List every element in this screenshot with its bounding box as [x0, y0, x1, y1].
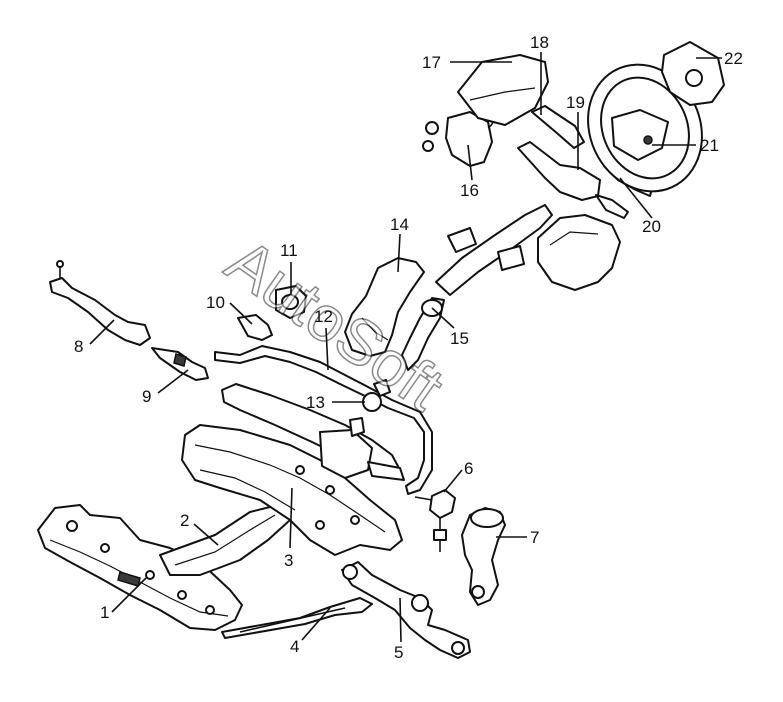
- callout-14: 14: [390, 215, 409, 234]
- callout-16: 16: [460, 181, 479, 200]
- ignition-lock-part: [422, 111, 495, 167]
- callout-1: 1: [100, 603, 109, 622]
- combination-switch-part: [517, 141, 629, 219]
- callout-19: 19: [566, 93, 585, 112]
- steering-wheel-part: [587, 63, 703, 193]
- callout-17: 17: [422, 53, 441, 72]
- crossmember-part: [37, 504, 243, 631]
- callout-21: 21: [700, 136, 719, 155]
- callout-2: 2: [180, 511, 189, 530]
- leader-lines: [89, 52, 722, 643]
- callout-10: 10: [206, 293, 225, 312]
- callout-7: 7: [530, 528, 539, 547]
- lower-arm-part: [341, 561, 471, 659]
- callout-9: 9: [142, 387, 151, 406]
- steering-column-part: [435, 204, 553, 296]
- column-shroud-part: [457, 54, 549, 126]
- callout-6: 6: [464, 459, 473, 478]
- skid-plate-part: [159, 504, 291, 576]
- callout-22: 22: [724, 49, 743, 68]
- strut-rod-part: [221, 597, 373, 639]
- callout-18: 18: [530, 33, 549, 52]
- wiper-switch-part: [531, 105, 585, 149]
- callout-labels: 1 2 3 4 5 6 7 8 9 10 11 12 13 14 15 16 1…: [74, 33, 743, 662]
- inner-tie-rod-part: [151, 347, 209, 381]
- stabilizer-link-part: [414, 489, 456, 552]
- stabilizer-bushing-part: [275, 285, 307, 319]
- callout-3: 3: [284, 551, 293, 570]
- stabilizer-bracket-left-part: [237, 314, 273, 341]
- callout-8: 8: [74, 337, 83, 356]
- column-lower-cover-part: [537, 214, 621, 291]
- callout-12: 12: [314, 307, 333, 326]
- callout-13: 13: [306, 393, 325, 412]
- knuckle-part: [461, 507, 506, 606]
- tie-rod-end-part: [49, 260, 151, 346]
- steering-rack-part: [221, 379, 405, 481]
- callout-11: 11: [280, 241, 298, 260]
- shaft-boot-part: [344, 257, 425, 357]
- callout-5: 5: [394, 643, 403, 662]
- callout-15: 15: [450, 329, 469, 348]
- callout-20: 20: [642, 217, 661, 236]
- callout-4: 4: [290, 637, 299, 656]
